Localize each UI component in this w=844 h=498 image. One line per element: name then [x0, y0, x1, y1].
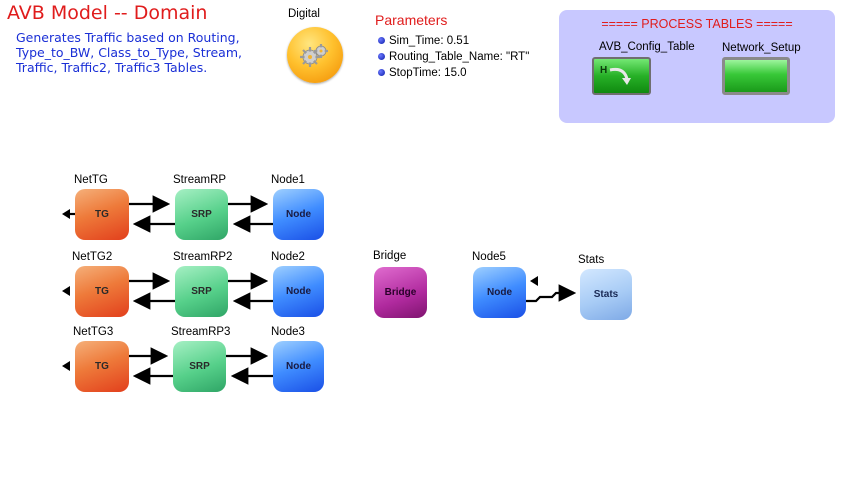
streamrp2-block[interactable]: SRP [175, 266, 228, 317]
streamrp3-label: StreamRP3 [171, 326, 231, 338]
bullet-icon [378, 69, 385, 76]
node1-block[interactable]: Node [273, 189, 324, 240]
avb-config-table-label: AVB_Config_Table [599, 41, 695, 53]
nettg3-label: NetTG3 [73, 326, 114, 338]
node5-block[interactable]: Node [473, 267, 526, 318]
process-tables-title: ===== PROCESS TABLES ===== [601, 17, 793, 31]
param-stop-time[interactable]: StopTime: 15.0 [378, 67, 467, 79]
parameters-title: Parameters [375, 12, 448, 28]
network-setup-table-icon[interactable] [722, 57, 790, 95]
stats-block[interactable]: Stats [580, 269, 632, 320]
nettg2-label: NetTG2 [72, 251, 113, 263]
process-tables-panel: ===== PROCESS TABLES ===== AVB_Config_Ta… [559, 10, 835, 123]
stats-label: Stats [578, 254, 605, 266]
node2-block[interactable]: Node [273, 266, 324, 317]
streamrp2-label: StreamRP2 [173, 251, 233, 263]
nettg2-block[interactable]: TG [75, 266, 129, 317]
bridge-block[interactable]: Bridge [374, 267, 427, 318]
avb-config-table-icon[interactable]: H [592, 57, 651, 95]
param-sim-time[interactable]: Sim_Time: 0.51 [378, 35, 469, 47]
gears-icon [300, 44, 328, 67]
network-setup-label: Network_Setup [722, 42, 801, 54]
param-routing-table-name[interactable]: Routing_Table_Name: "RT" [378, 51, 529, 63]
nettg-block[interactable]: TG [75, 189, 129, 240]
digital-label: Digital [288, 8, 320, 20]
streamrp-block[interactable]: SRP [175, 189, 228, 240]
bullet-icon [378, 37, 385, 44]
node2-label: Node2 [271, 251, 305, 263]
node3-block[interactable]: Node [273, 341, 324, 392]
node3-label: Node3 [271, 326, 305, 338]
svg-text:H: H [600, 65, 607, 76]
node1-label: Node1 [271, 174, 305, 186]
bullet-icon [378, 53, 385, 60]
model-description: Generates Traffic based on Routing, Type… [16, 30, 242, 75]
digital-block[interactable] [287, 27, 343, 83]
nettg3-block[interactable]: TG [75, 341, 129, 392]
bridge-label: Bridge [373, 250, 407, 262]
streamrp-label: StreamRP [173, 174, 227, 186]
page-title: AVB Model -- Domain [7, 2, 208, 24]
streamrp3-block[interactable]: SRP [173, 341, 226, 392]
node5-label: Node5 [472, 251, 506, 263]
nettg-label: NetTG [74, 174, 108, 186]
